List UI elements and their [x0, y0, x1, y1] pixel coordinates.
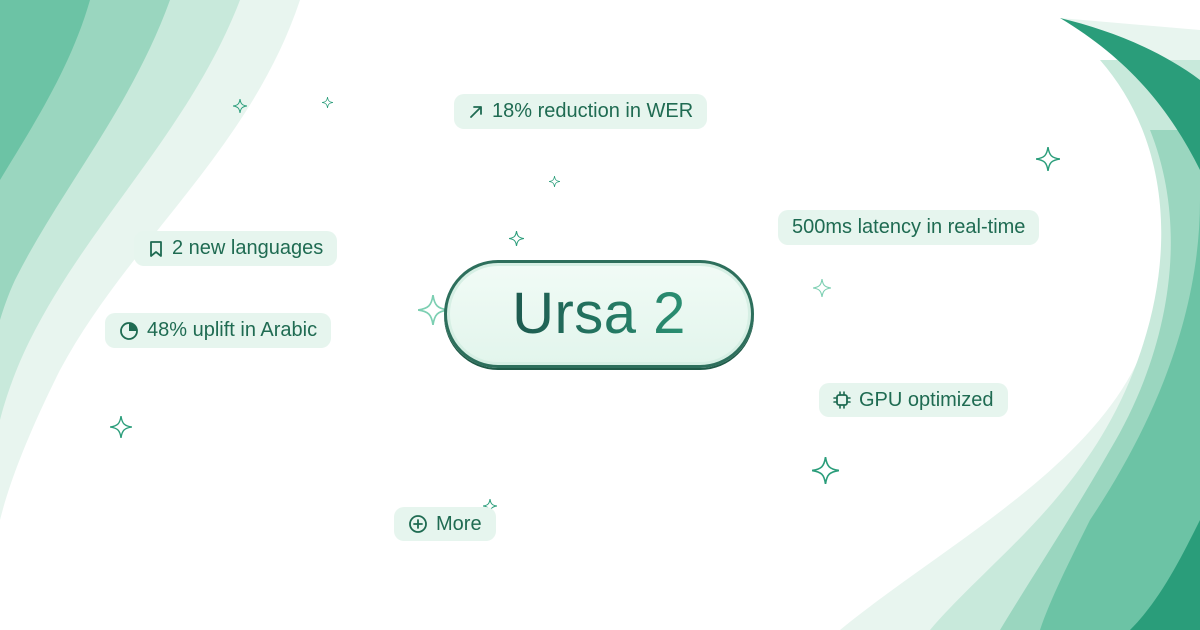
sparkle-icon	[233, 99, 247, 113]
feature-chip-gpu: GPU optimized	[819, 383, 1008, 417]
sparkle-icon	[1036, 147, 1060, 171]
bookmark-icon	[150, 240, 162, 257]
feature-label: 48% uplift in Arabic	[147, 319, 318, 341]
feature-label: 2 new languages	[172, 237, 324, 259]
product-title: Ursa 2	[512, 281, 686, 346]
feature-label: 500ms latency in real-time	[792, 216, 1026, 238]
sparkle-icon	[549, 176, 560, 187]
sparkle-icon	[110, 416, 132, 438]
feature-chip-languages: 2 new languages	[134, 231, 338, 266]
arrow-up-right-icon	[470, 105, 482, 118]
chip-icon	[833, 391, 851, 409]
feature-chip-wer: 18% reduction in WER	[454, 94, 708, 129]
title-pill: Ursa 2	[444, 260, 754, 368]
sparkle-icon	[813, 279, 831, 297]
pie-chart-icon	[120, 321, 138, 340]
plus-circle-icon	[409, 515, 427, 533]
more-button[interactable]: More	[394, 507, 496, 541]
sparkle-icon	[812, 457, 839, 484]
feature-chip-arabic: 48% uplift in Arabic	[105, 313, 332, 348]
sparkle-icon	[418, 295, 448, 325]
sparkle-icon	[322, 97, 333, 108]
feature-label: GPU optimized	[859, 388, 994, 411]
feature-chip-latency: 500ms latency in real-time	[778, 210, 1040, 245]
more-label: More	[436, 512, 482, 535]
sparkle-icon	[483, 499, 497, 513]
feature-label: 18% reduction in WER	[492, 100, 694, 122]
sparkle-icon	[509, 231, 524, 246]
